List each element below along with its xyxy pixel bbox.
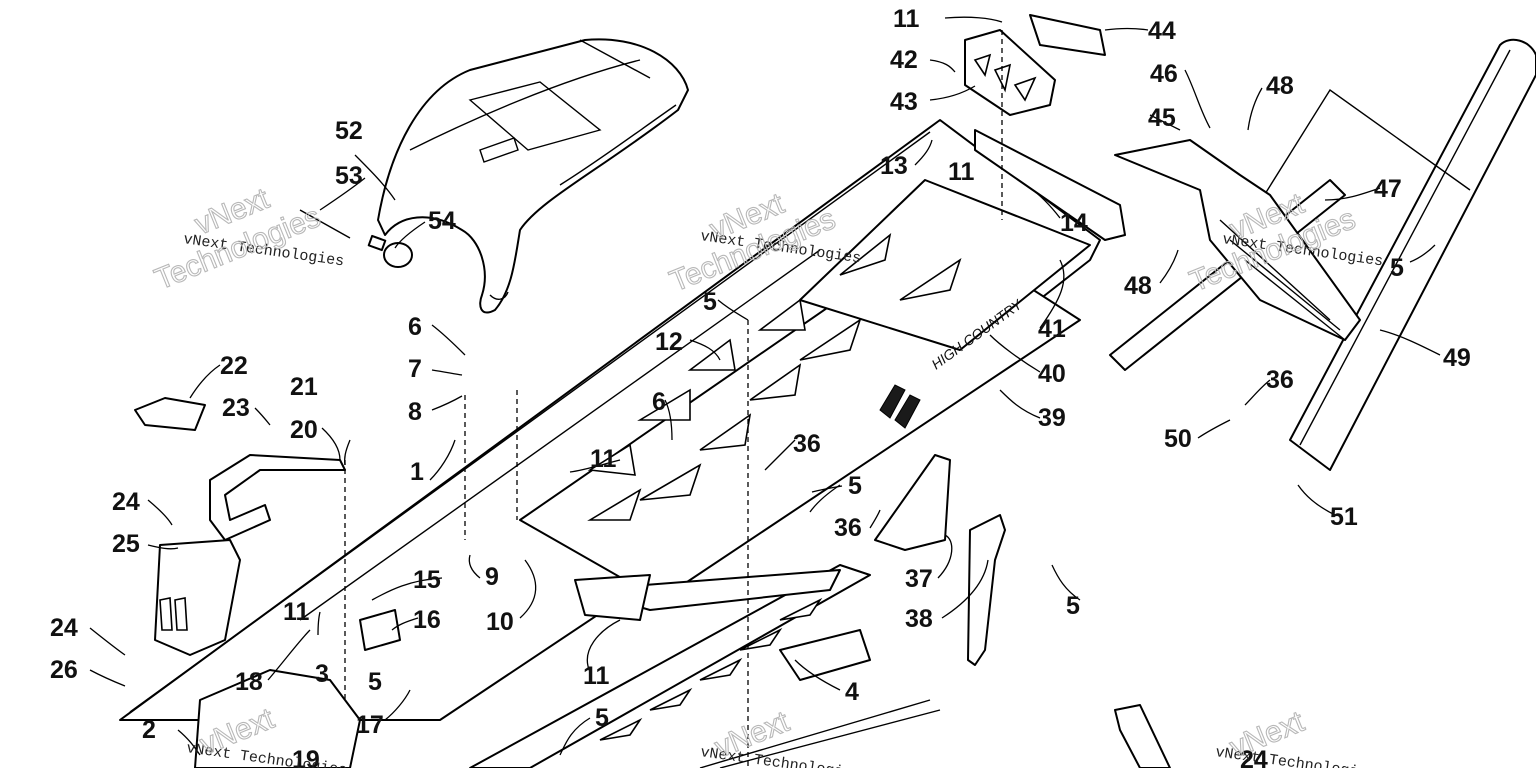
callout-12: 12	[655, 328, 683, 356]
callout-38: 38	[905, 605, 933, 633]
callout-24: 24	[112, 488, 140, 516]
callout-5: 5	[595, 704, 609, 732]
left-front-parts	[134, 397, 651, 768]
callout-25: 25	[112, 530, 140, 558]
callout-36: 36	[1266, 366, 1294, 394]
callout-36: 36	[834, 514, 862, 542]
callout-51: 51	[1330, 503, 1358, 531]
callout-2: 2	[142, 716, 156, 744]
callout-47: 47	[1374, 175, 1402, 203]
assembly-lines	[344, 30, 1003, 768]
callout-5: 5	[703, 288, 717, 316]
callout-7: 7	[408, 355, 422, 383]
callout-17: 17	[356, 711, 384, 739]
callout-46: 46	[1150, 60, 1178, 88]
leader-lines	[89, 16, 1441, 756]
tunnel-assembly: HIGH COUNTRY	[119, 119, 1101, 721]
callout-49: 49	[1443, 344, 1471, 372]
callout-11: 11	[590, 445, 617, 473]
callout-11: 11	[583, 662, 610, 690]
callout-24: 24	[1240, 746, 1268, 768]
callout-1: 1	[410, 458, 424, 486]
callout-20: 20	[290, 416, 318, 444]
callout-14: 14	[1060, 209, 1088, 237]
bottom-right-bracket	[1114, 704, 1171, 768]
callout-16: 16	[413, 606, 441, 634]
top-bracket	[964, 14, 1106, 116]
callout-54: 54	[428, 207, 456, 235]
callout-11: 11	[948, 158, 975, 186]
callout-24: 24	[50, 614, 78, 642]
callout-42: 42	[890, 46, 918, 74]
callout-13: 13	[880, 152, 908, 180]
callout-15: 15	[413, 566, 441, 594]
callout-8: 8	[408, 398, 422, 426]
callout-19: 19	[292, 746, 320, 768]
callout-18: 18	[235, 668, 263, 696]
seat-assembly	[377, 38, 689, 314]
callout-48: 48	[1124, 272, 1152, 300]
bracket-14	[974, 129, 1126, 241]
callout-6: 6	[408, 313, 422, 341]
rear-flap	[1114, 139, 1361, 341]
callout-9: 9	[485, 563, 499, 591]
callout-labels: 1 2 3 4 5 5 5 5 5 5 6 6 7 8 9 10 11 11 1…	[50, 5, 1471, 768]
callout-45: 45	[1148, 104, 1176, 132]
callout-5: 5	[368, 668, 382, 696]
callout-21: 21	[290, 373, 318, 401]
callout-40: 40	[1038, 360, 1066, 388]
callout-39: 39	[1038, 404, 1066, 432]
callout-52: 52	[335, 117, 363, 145]
callout-6: 6	[652, 388, 666, 416]
callout-26: 26	[50, 656, 78, 684]
callout-53: 53	[335, 162, 363, 190]
right-hinge-parts	[874, 454, 1006, 666]
callout-5: 5	[1066, 592, 1080, 620]
callout-3: 3	[315, 660, 329, 688]
callout-36: 36	[793, 430, 821, 458]
callout-4: 4	[845, 678, 859, 706]
callout-37: 37	[905, 565, 933, 593]
callout-50: 50	[1164, 425, 1192, 453]
seat-fasteners	[299, 209, 413, 268]
callout-22: 22	[220, 352, 248, 380]
callout-5: 5	[848, 472, 862, 500]
callout-48: 48	[1266, 72, 1294, 100]
callout-11: 11	[283, 598, 310, 626]
callout-44: 44	[1148, 17, 1176, 45]
callout-10: 10	[486, 608, 514, 636]
callout-11: 11	[893, 5, 920, 33]
callout-41: 41	[1038, 315, 1066, 343]
callout-23: 23	[222, 394, 250, 422]
callout-43: 43	[890, 88, 918, 116]
callout-5: 5	[1390, 254, 1404, 282]
